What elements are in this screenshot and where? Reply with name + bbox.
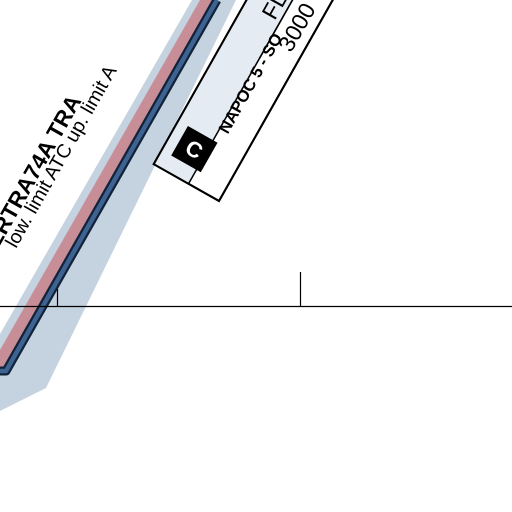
tra-area-band [0, 0, 236, 411]
sector-limit-rule [258, 0, 303, 59]
sector-box-outline-top [152, 0, 344, 203]
route-line [0, 0, 219, 374]
sector-info-box: C NAPOC 5 - SO FL 3000 [152, 0, 344, 203]
tra-boundary-strip [0, 0, 212, 368]
sector-name-strip [153, 0, 312, 184]
airspace-class-box [171, 125, 218, 173]
